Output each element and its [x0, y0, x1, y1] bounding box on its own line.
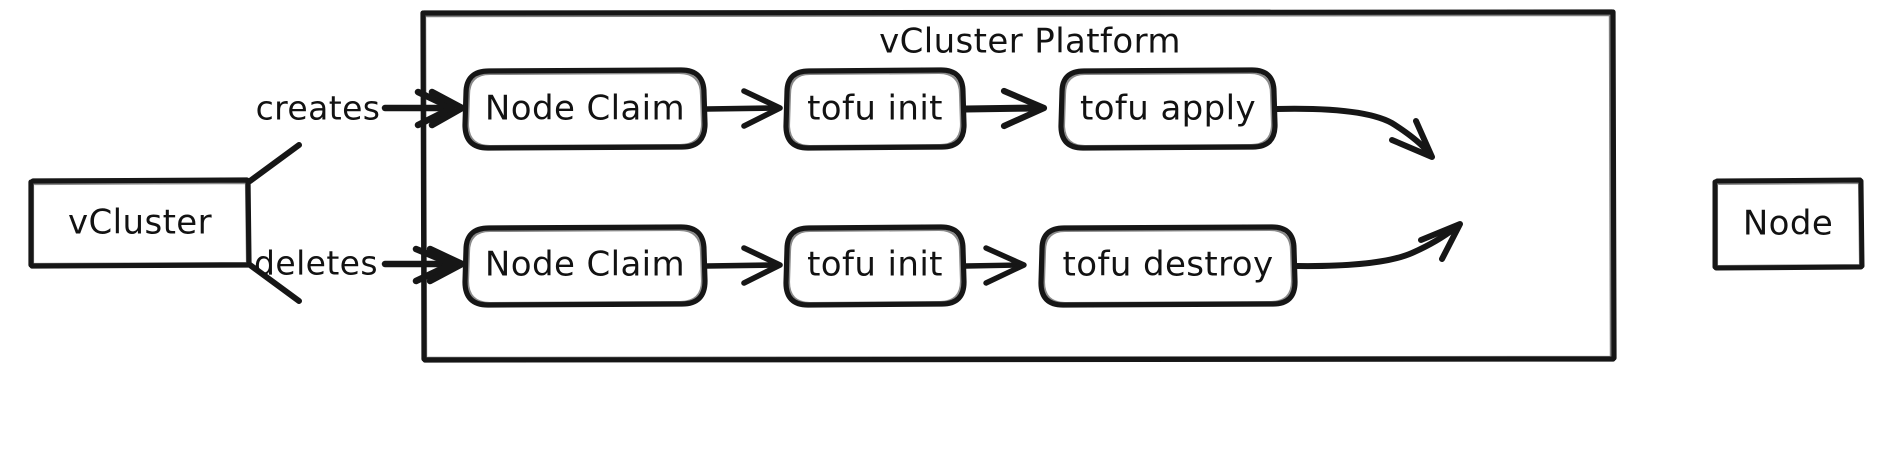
edge-vcluster-branch-down: [247, 262, 302, 304]
edge-nodeclaim-tofuinit-top: [704, 88, 783, 129]
node-node-claim-bottom-label: Node Claim: [485, 245, 685, 285]
node-node[interactable]: Node: [1712, 177, 1865, 271]
node-node-claim-bottom[interactable]: Node Claim: [462, 224, 708, 308]
edge-deletes-label: deletes: [254, 244, 378, 283]
edge-tofudestroy-node: [1294, 221, 1463, 270]
node-node-label: Node: [1743, 204, 1833, 244]
edge-vcluster-branch-up: [247, 142, 302, 184]
group-title: vCluster Platform: [879, 22, 1181, 62]
edge-creates-label: creates: [256, 89, 381, 128]
node-vcluster-label: vCluster: [68, 203, 212, 243]
node-tofu-init-bottom[interactable]: tofu init: [783, 224, 967, 308]
node-tofu-init-top-label: tofu init: [807, 89, 943, 129]
node-tofu-destroy-label: tofu destroy: [1063, 245, 1274, 285]
edge-deletes: deletes: [254, 244, 466, 285]
node-tofu-destroy[interactable]: tofu destroy: [1038, 224, 1298, 308]
node-node-claim-top[interactable]: Node Claim: [462, 67, 708, 151]
node-tofu-init-top[interactable]: tofu init: [783, 67, 967, 151]
edge-creates: creates: [256, 89, 466, 129]
edge-tofuinit-tofuapply-top: [962, 87, 1048, 130]
edge-nodeclaim-tofuinit-bottom: [704, 245, 783, 286]
node-node-claim-top-label: Node Claim: [485, 89, 685, 129]
node-vcluster[interactable]: vCluster: [28, 177, 252, 269]
edge-tofuapply-node: [1274, 105, 1435, 160]
node-tofu-apply-label: tofu apply: [1080, 89, 1256, 129]
vcluster-platform-group: [420, 9, 1617, 363]
edge-tofuinit-tofudestroy-bottom: [963, 245, 1027, 286]
node-tofu-init-bottom-label: tofu init: [807, 245, 943, 285]
node-tofu-apply[interactable]: tofu apply: [1058, 67, 1278, 151]
